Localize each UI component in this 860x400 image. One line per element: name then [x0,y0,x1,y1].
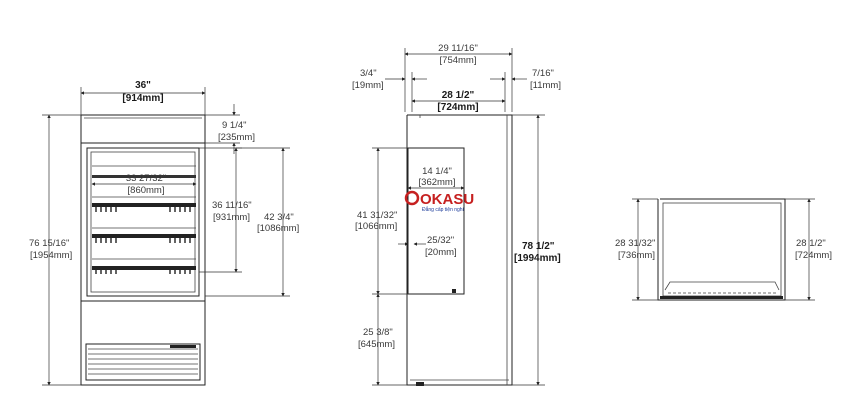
side-left-gap-in: 3/4" [360,68,377,79]
front-header-panel [80,114,206,144]
side-depth-in: 29 11/16" [438,43,478,54]
front-shelf-in: 33 27/32" [126,173,166,184]
side-right-gap-in: 7/16" [532,68,554,79]
side-view: 29 11/16" [754mm] 3/4" [19mm] 7/16" [11m… [352,43,561,386]
side-height-in: 78 1/2" [522,241,555,252]
side-body-mm: [724mm] [437,102,478,113]
front-shelves [92,165,196,274]
front-view: 36" [914mm] 9 1/4" [235mm] 33 27/32" [86… [29,80,299,386]
front-display-opening [86,147,200,297]
top-depth-in: 28 31/32" [615,238,655,249]
front-height-in: 76 15/16" [29,238,69,249]
front-header-in: 9 1/4" [222,120,247,131]
side-base-mm: [645mm] [358,339,395,350]
side-cabinet-outline [406,114,513,386]
front-grille-slats [88,348,198,375]
side-base-in: 25 3/8" [363,327,393,338]
side-right-gap-mm: [11mm] [530,80,561,91]
side-panel-mm: [362mm] [419,177,456,188]
side-small-in: 25/32" [427,235,454,246]
side-body-in: 28 1/2" [442,90,475,101]
side-mid-in: 41 31/32" [357,210,397,221]
front-header-mm: [235mm] [218,132,255,143]
top-view: 28 31/32" [736mm] 28 1/2" [724mm] [615,198,832,301]
top-depth-mm: [736mm] [618,250,655,261]
front-grille [85,343,201,381]
side-mid-mm: [1066mm] [355,221,397,232]
front-width-in: 36" [135,80,151,91]
front-width-mm: [914mm] [122,93,163,104]
front-display-mm: [1086mm] [257,223,299,234]
side-depth-mm: [754mm] [440,55,477,66]
okasu-logo: OKASU Đẳng cấp tiện nghi [404,190,474,213]
front-opening-in: 36 11/16" [212,200,252,211]
side-height-mm: [1994mm] [514,253,561,264]
front-opening-mm: [931mm] [213,212,250,223]
side-panel-in: 14 1/4" [422,166,452,177]
front-controller [170,345,196,348]
top-body-mm: [724mm] [795,250,832,261]
front-height-mm: [1954mm] [30,250,72,261]
top-outline [657,198,786,301]
front-display-in: 42 3/4" [264,212,294,223]
top-body-in: 28 1/2" [796,238,826,249]
front-shelf-mm: [860mm] [128,185,165,196]
side-left-gap-mm: [19mm] [352,80,384,91]
side-small-mm: [20mm] [425,247,457,258]
side-panel [407,147,465,295]
logo-brand: OKASU [420,191,474,208]
logo-tagline: Đẳng cấp tiện nghi [422,206,464,213]
